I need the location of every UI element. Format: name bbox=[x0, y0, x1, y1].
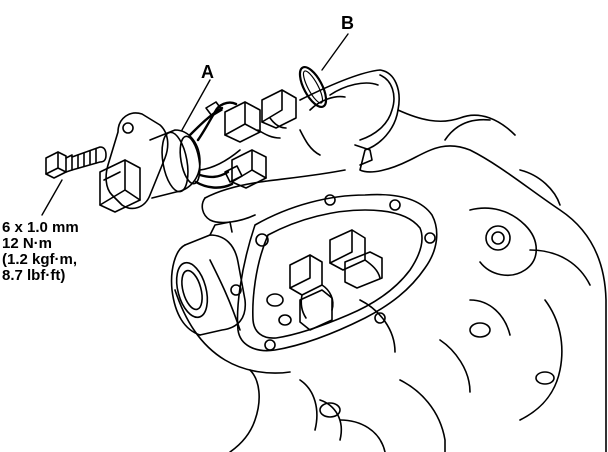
bolt-size-text: 6 x 1.0 mm bbox=[2, 219, 79, 236]
leader-line-bolt-spec bbox=[41, 179, 63, 216]
mounting-bolt bbox=[45, 146, 107, 179]
speed-sensor-a bbox=[99, 89, 297, 213]
callout-label-b: B bbox=[341, 13, 354, 33]
torque-lbfft-text: 8.7 lbf·ft) bbox=[2, 267, 66, 284]
shift-solenoid-cluster bbox=[266, 229, 383, 331]
valve-body-cover-plate bbox=[230, 193, 438, 352]
leader-lines bbox=[41, 33, 349, 216]
callout-label-a: A bbox=[201, 62, 214, 82]
transmission-housing bbox=[174, 69, 607, 452]
torque-nm-text: 12 N·m bbox=[2, 235, 53, 252]
linear-solenoid-cylinder bbox=[170, 221, 247, 336]
leader-line-a bbox=[181, 79, 211, 131]
torque-kgfm-text: (1.2 kgf·m, bbox=[2, 251, 78, 268]
torque-spec-text: 6 x 1.0 mm 12 N·m (1.2 kgf·m, 8.7 lbf·ft… bbox=[2, 220, 79, 284]
o-ring-b bbox=[298, 66, 328, 108]
leader-line-b bbox=[321, 33, 349, 71]
housing-upper-flange bbox=[201, 74, 395, 224]
